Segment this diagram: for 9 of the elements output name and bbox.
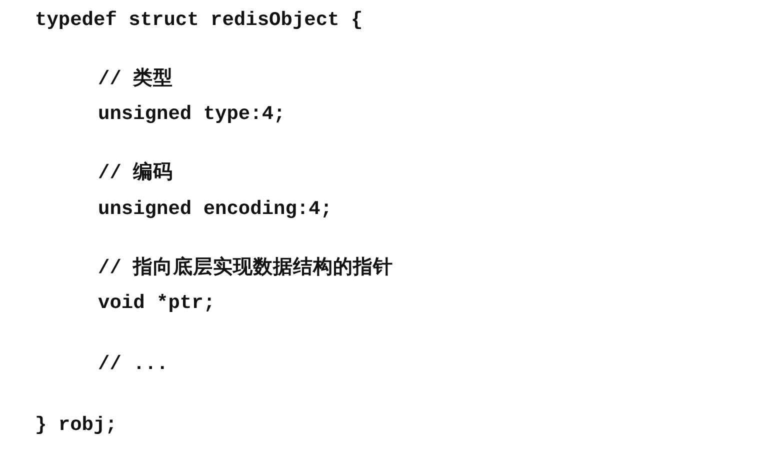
code-line: void *ptr; (98, 291, 216, 315)
code-line: unsigned type:4; (98, 102, 286, 126)
code-comment: // 指向底层实现数据结构的指针 (98, 256, 394, 280)
code-line: } robj; (35, 413, 117, 437)
code-comment: // 类型 (98, 67, 174, 91)
code-comment: // ... (98, 352, 168, 376)
code-line: unsigned encoding:4; (98, 197, 332, 221)
code-line: typedef struct redisObject { (35, 8, 363, 32)
code-comment: // 编码 (98, 161, 174, 185)
